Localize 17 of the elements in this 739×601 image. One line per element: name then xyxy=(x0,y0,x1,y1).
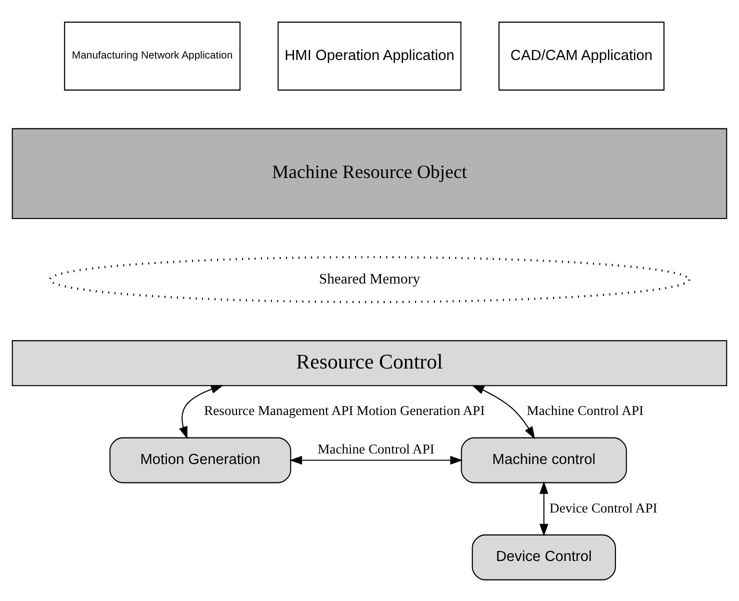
node-box: CAD/CAM Application xyxy=(498,21,664,90)
node-box: Manufacturing Network Application xyxy=(64,21,241,90)
node-box: Resource Control xyxy=(12,340,728,386)
node-box: HMI Operation Application xyxy=(278,21,462,90)
edge-label: Resource Management API Motion Generation API xyxy=(204,402,485,418)
node-ellipse: Sheared Memory xyxy=(48,256,690,303)
node-box: Motion Generation xyxy=(109,436,292,483)
arrow xyxy=(289,455,463,464)
arrow xyxy=(472,384,535,439)
edge-label: Machine Control API xyxy=(526,402,644,418)
node-box: Machine control xyxy=(460,436,627,483)
node-box: Device Control xyxy=(472,534,616,580)
arrow xyxy=(540,480,548,536)
edge-label: Device Control API xyxy=(550,500,658,515)
edge-label: Machine Control API xyxy=(318,440,434,456)
node-box: Machine Resource Object xyxy=(12,128,728,219)
arrow xyxy=(179,384,224,439)
